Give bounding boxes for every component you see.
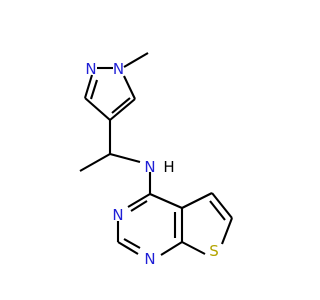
atom-label-n-amine: N <box>144 158 155 176</box>
bond-c4-c5-double <box>111 97 131 114</box>
background <box>0 0 300 300</box>
bond-nmethyl-ch3 <box>123 52 149 68</box>
bond-ch-nh <box>109 152 141 164</box>
bond-n2-c3 <box>83 74 94 99</box>
bonds <box>79 52 233 256</box>
atom-label-n-pyrimidine-1: N <box>144 250 155 268</box>
atom-label-n-pyrimidine-3: N <box>112 206 123 224</box>
atom-label-n-pyrazole-methyl: N <box>113 60 124 78</box>
bond-c4a-c4 <box>149 193 183 209</box>
bond-c5-c6-double <box>209 200 226 221</box>
bond-c3-c4 <box>84 97 111 121</box>
bond-c6-s <box>221 217 233 245</box>
atom-label-n-pyrazole: N <box>85 60 96 78</box>
atom-label-h-amine: H <box>163 158 174 176</box>
bond-c2-n1-double <box>123 238 141 249</box>
bond-ch-ch3 <box>79 153 111 172</box>
bond-c4a-c5 <box>181 192 213 209</box>
bond-c4-c5 <box>109 98 136 121</box>
bond-n2-c3-double <box>89 79 99 100</box>
atom-labels: N N N H N N S <box>85 60 218 268</box>
bond-c5-c6 <box>211 192 233 219</box>
bond-c5-n1 <box>123 75 136 100</box>
structure-svg: N N N H N N S <box>0 0 300 300</box>
bond-n1-c7a <box>160 241 183 256</box>
molecule-diagram: N N N H N N S <box>0 0 300 300</box>
atom-label-s-thiophene: S <box>209 242 219 260</box>
bond-c4-n3-double <box>130 200 148 212</box>
bond-c2-n1 <box>117 241 139 255</box>
bond-c4-n3 <box>127 193 151 208</box>
bond-s-c7a <box>181 241 206 255</box>
